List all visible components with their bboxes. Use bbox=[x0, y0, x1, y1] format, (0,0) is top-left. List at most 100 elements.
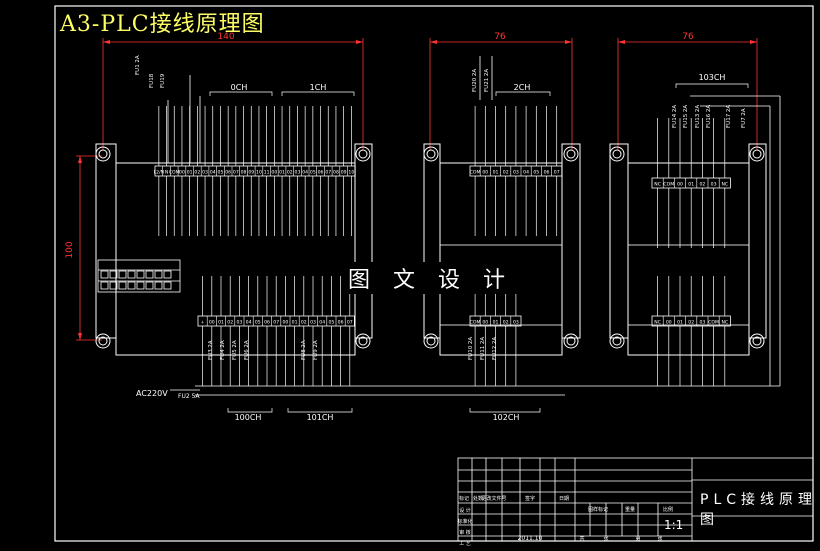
terminal-label: 09 bbox=[341, 170, 347, 176]
terminal-label: 11 bbox=[264, 170, 270, 176]
fuse-label-fu17: FU17 2A bbox=[726, 105, 732, 128]
terminal-label: 01 bbox=[292, 320, 298, 326]
terminal-label: 06 bbox=[264, 320, 270, 326]
terminal-label: 10 bbox=[348, 170, 354, 176]
terminal-label: 02 bbox=[688, 320, 694, 326]
scale-value: 1:1 bbox=[664, 518, 684, 532]
terminal-label: 01 bbox=[187, 170, 193, 176]
title-block-row: 设 计 bbox=[459, 507, 471, 514]
terminal-label: 01 bbox=[688, 182, 694, 188]
terminal-label: 07 bbox=[554, 170, 560, 176]
terminal-label: 06 bbox=[338, 320, 344, 326]
title-block-sheets: 第 bbox=[635, 535, 640, 542]
terminal-label: 07 bbox=[347, 320, 353, 326]
power-input-label: AC220V bbox=[136, 389, 168, 398]
terminal-label: 03 bbox=[699, 320, 705, 326]
terminal-label: NC bbox=[721, 320, 728, 326]
dim-left-width: 140 bbox=[217, 32, 234, 42]
channel-101ch: 101CH bbox=[307, 413, 334, 422]
dim-right-width: 76 bbox=[682, 32, 694, 42]
terminal-label: COM bbox=[470, 170, 481, 176]
dim-mid-width: 76 bbox=[494, 32, 506, 42]
terminal-label: 00 bbox=[282, 320, 288, 326]
terminal-label: 05 bbox=[255, 320, 261, 326]
terminal-label: 00 bbox=[666, 320, 672, 326]
title-block-row: 审 核 bbox=[459, 529, 471, 536]
sheet-title: PLC接线原理图 bbox=[700, 492, 818, 528]
terminal-label: 01 bbox=[677, 320, 683, 326]
fuse-label-fu5: FU5 2A bbox=[232, 340, 238, 360]
title-block-row: 标准化 bbox=[457, 518, 472, 525]
channel-100ch: 100CH bbox=[235, 413, 262, 422]
terminal-label: 01 bbox=[218, 320, 224, 326]
title-block-date: 2011.10 bbox=[518, 535, 543, 542]
title-block-right-header: 重量 bbox=[625, 506, 635, 513]
title-block-text: 标记处数更改文件号签字日期设 计标准化审 核工 艺图样标记重量比例共张第张201… bbox=[457, 495, 673, 547]
fuse-fu2-label: FU2 5A bbox=[178, 393, 200, 400]
terminal-label: L2/N bbox=[154, 170, 164, 176]
terminal-label: 07 bbox=[233, 170, 239, 176]
terminal-strip bbox=[197, 315, 355, 327]
fuse-label-fu9: FU9 2A bbox=[313, 340, 319, 360]
terminal-label: N bbox=[165, 170, 168, 176]
terminal-label: 01 bbox=[279, 170, 285, 176]
terminal-label: 03 bbox=[236, 320, 242, 326]
indicator-block bbox=[97, 259, 181, 293]
terminal-label: COM bbox=[708, 320, 719, 326]
title-block-header: 签字 bbox=[525, 495, 535, 502]
terminal-label: 03 bbox=[513, 320, 519, 326]
terminal-label: 04 bbox=[319, 320, 325, 326]
terminal-label: 02 bbox=[503, 320, 509, 326]
terminal-label: + bbox=[201, 320, 205, 326]
fuse-label-fu11: FU11 2A bbox=[480, 337, 486, 360]
title-block bbox=[457, 457, 814, 542]
terminal-label: 07 bbox=[325, 170, 331, 176]
terminal-label: 10 bbox=[256, 170, 262, 176]
fuse-label-fu1: FU1 2A bbox=[135, 55, 141, 75]
fuse-label-fu12: FU12 2A bbox=[492, 337, 498, 360]
title-block-right-header: 比例 bbox=[663, 506, 673, 513]
title-block-row: 工 艺 bbox=[459, 541, 471, 547]
terminal-strip bbox=[651, 177, 731, 189]
terminal-label: 02 bbox=[699, 182, 705, 188]
fuse-label-fu7: FU7 2A bbox=[741, 108, 747, 128]
channel-2ch: 2CH bbox=[514, 83, 531, 92]
terminal-label: 03 bbox=[513, 170, 519, 176]
terminal-label: 07 bbox=[273, 320, 279, 326]
fuse-label-fu8: FU8 2A bbox=[301, 340, 307, 360]
channel-brackets bbox=[209, 83, 749, 413]
title-block-header: 更改文件号 bbox=[481, 495, 506, 502]
terminal-label: 00 bbox=[179, 170, 185, 176]
terminal-strip bbox=[651, 315, 731, 327]
terminal-label: 06 bbox=[544, 170, 550, 176]
fuse-label-fu18: FU18 bbox=[149, 73, 155, 88]
terminal-label: NC bbox=[721, 182, 728, 188]
fuse-label-fu14: FU14 2A bbox=[672, 105, 678, 128]
title-block-sheets: 共 bbox=[579, 535, 584, 542]
dimension-lines bbox=[76, 38, 758, 341]
fuse-label-fu10: FU10 2A bbox=[468, 337, 474, 360]
mounting-holes bbox=[95, 146, 765, 349]
terminal-label: 04 bbox=[302, 170, 308, 176]
dimension-arrows bbox=[78, 40, 757, 340]
watermark-text: 图 文 设 计 bbox=[342, 262, 519, 294]
fuse-label-fu13: FU13 2A bbox=[695, 105, 701, 128]
fuse-label-fu16: FU16 2A bbox=[706, 105, 712, 128]
terminal-label: 06 bbox=[318, 170, 324, 176]
fuse-label-fu6: FU6 2A bbox=[244, 340, 250, 360]
terminal-label: 06 bbox=[225, 170, 231, 176]
fuse-label-fu3: FU3 2A bbox=[208, 340, 214, 360]
terminal-label: 03 bbox=[711, 182, 717, 188]
wire-groups bbox=[158, 106, 726, 386]
terminal-label: 04 bbox=[523, 170, 529, 176]
dim-left-height: 100 bbox=[65, 241, 75, 258]
terminal-label: 04 bbox=[210, 170, 216, 176]
terminal-label: NC bbox=[654, 320, 661, 326]
terminal-label: 01 bbox=[493, 320, 499, 326]
terminal-label: NC bbox=[654, 182, 661, 188]
terminal-label: 05 bbox=[533, 170, 539, 176]
fuse-label-fu21: FU21 2A bbox=[484, 69, 490, 92]
